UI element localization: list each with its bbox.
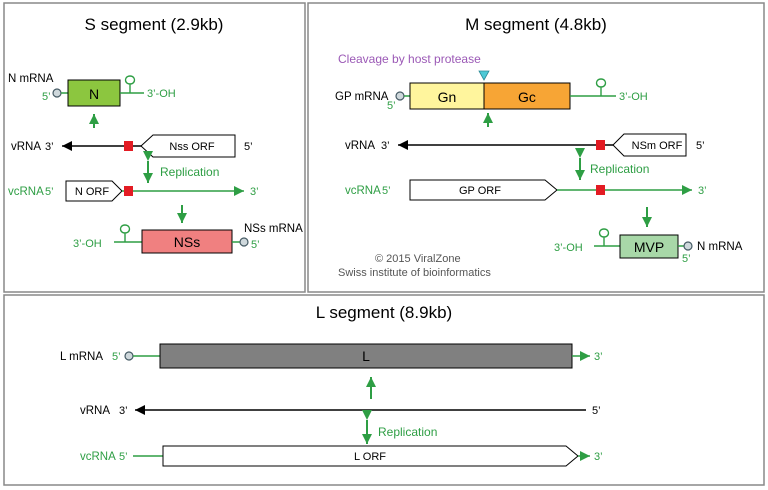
m-nsm-orf-shape — [612, 133, 687, 157]
m-mvp-mrna-cap — [683, 241, 693, 251]
s-n-orf-label: N ORF — [75, 186, 110, 198]
m-mvp-mrna-five: 5’ — [682, 253, 691, 265]
m-gp-mrna-five: 5’ — [387, 100, 396, 112]
s-n-mrna-label: N mRNA — [8, 73, 54, 85]
l-gene-label: L — [362, 348, 370, 364]
m-replication-label: Replication — [590, 162, 649, 176]
l-vrna-five: 5’ — [592, 405, 601, 417]
l-mrna-three: 3’ — [594, 351, 603, 363]
m-cleavage-label: Cleavage by host protease — [338, 52, 481, 66]
l-vcrna-label: vcRNA — [80, 451, 116, 463]
s-nss-mrna-three-oh: 3’-OH — [73, 238, 102, 250]
s-segment-title: S segment (2.9kb) — [85, 15, 224, 34]
m-gp-mrna-hairpin — [595, 78, 607, 96]
m-vcrna-label: vcRNA — [345, 185, 381, 197]
m-gp-mrna-cap — [395, 91, 405, 101]
m-segment-title: M segment (4.8kb) — [465, 15, 607, 34]
m-cleavage-marker — [478, 70, 490, 81]
l-vcrna-three: 3’ — [594, 451, 603, 463]
s-nss-orf-label: Nss ORF — [169, 141, 215, 153]
l-mrna-label: L mRNA — [60, 351, 103, 363]
s-vrna-five: 5’ — [244, 141, 253, 153]
l-vrna-label: vRNA — [80, 405, 110, 417]
m-mvp-mrna-label: N mRNA — [697, 241, 743, 253]
m-gc-label: Gc — [518, 89, 536, 105]
s-nss-gene-label: NSs — [174, 234, 200, 250]
s-nss-mrna-label: NSs mRNA — [244, 223, 303, 235]
s-vrna-label: vRNA — [11, 141, 41, 153]
m-vcrna-promoter-marker — [596, 185, 605, 195]
s-vrna-three: 3’ — [45, 141, 54, 153]
s-replication-label: Replication — [160, 165, 219, 179]
s-vrna-promoter-marker — [124, 141, 133, 151]
m-vrna-three: 3’ — [381, 140, 390, 152]
s-vcrna-label: vcRNA — [8, 186, 44, 198]
s-n-orf-shape — [65, 180, 123, 202]
s-vcrna-five: 5’ — [45, 186, 54, 198]
s-n-gene-label: N — [89, 86, 99, 102]
s-n-mrna-cap — [52, 88, 62, 98]
m-gp-mrna-three-oh: 3’-OH — [619, 91, 648, 103]
m-vcrna-three: 3’ — [698, 185, 707, 197]
m-gp-orf-label: GP ORF — [459, 185, 501, 197]
l-mrna-five: 5’ — [112, 351, 121, 363]
s-n-mrna-three-oh: 3’-OH — [147, 88, 176, 100]
m-vcrna-five: 5’ — [382, 185, 391, 197]
s-nss-mrna-five: 5’ — [251, 239, 260, 251]
m-nsm-orf-label: NSm ORF — [632, 140, 683, 152]
s-nss-mrna-cap — [239, 237, 249, 247]
l-vrna-three: 3’ — [119, 405, 128, 417]
s-n-mrna-hairpin — [124, 75, 136, 93]
l-orf-shape — [162, 445, 579, 467]
l-mrna-cap — [124, 351, 134, 361]
l-replication-label: Replication — [378, 425, 437, 439]
s-vcrna-promoter-marker — [124, 186, 133, 196]
m-gp-orf-shape — [409, 179, 558, 201]
institute-text: Swiss institute of bioinformatics — [338, 267, 491, 279]
s-nss-mrna-hairpin — [119, 224, 131, 242]
m-gn-label: Gn — [438, 89, 457, 105]
m-mvp-gene-label: MVP — [634, 239, 664, 255]
m-mvp-mrna-three-oh: 3’-OH — [554, 242, 583, 254]
m-segment-panel — [307, 2, 765, 293]
m-vrna-promoter-marker — [596, 140, 605, 150]
l-segment-panel — [3, 294, 765, 486]
m-vrna-label: vRNA — [345, 140, 375, 152]
l-segment-title: L segment (8.9kb) — [316, 303, 452, 322]
l-orf-label: L ORF — [354, 451, 386, 463]
s-segment-panel — [3, 2, 306, 293]
l-vcrna-five: 5’ — [119, 451, 128, 463]
m-gp-mrna-label: GP mRNA — [335, 91, 389, 103]
m-gc-box — [483, 82, 571, 110]
s-n-mrna-five: 5’ — [42, 91, 51, 103]
copyright-text: © 2015 ViralZone — [375, 253, 461, 265]
m-mvp-mrna-hairpin — [598, 228, 610, 246]
m-vrna-five: 5’ — [696, 140, 705, 152]
s-vcrna-three: 3’ — [250, 186, 259, 198]
